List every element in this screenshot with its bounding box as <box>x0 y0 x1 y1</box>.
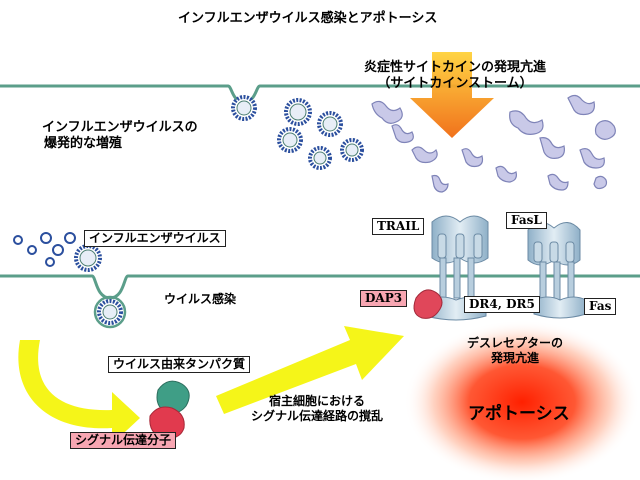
fas-receptor-complex <box>527 222 587 319</box>
cytokine-arrow <box>410 52 494 138</box>
virus-particles-small <box>13 232 102 272</box>
trail-box: TRAIL <box>372 218 425 235</box>
diagram-title: インフルエンザウイルス感染とアポトーシス <box>178 11 438 26</box>
yellow-arrow-right <box>216 326 404 414</box>
host-disruption-label: 宿主細胞における シグナル伝達経路の撹乱 <box>222 394 412 424</box>
yellow-arrow-left <box>18 340 140 444</box>
endocytosed-virus <box>93 295 127 329</box>
host-disruption-label-line1: 宿主細胞における <box>268 394 365 408</box>
cytokine-label-line1: 炎症性サイトカインの発現亢進 <box>363 60 546 75</box>
cytokine-label: 炎症性サイトカインの発現亢進 （サイトカインストーム） <box>360 60 550 93</box>
apoptosis-glow <box>404 320 640 480</box>
fas-box: Fas <box>584 298 617 315</box>
death-receptor-label: デスレセプターの 発現亢進 <box>440 336 590 366</box>
virus-burst-label-line2: 爆発的な増殖 <box>44 136 123 152</box>
virus-infection-label: ウイルス感染 <box>164 292 237 306</box>
fasl-box: FasL <box>506 212 547 229</box>
viral-protein-box: ウイルス由来タンパク質 <box>108 356 251 373</box>
virus-burst-label-line1: インフルエンザウイルスの <box>42 120 198 135</box>
signal-molecule-shape <box>149 380 190 439</box>
host-disruption-label-line2: シグナル伝達経路の撹乱 <box>250 409 383 423</box>
virus-particles-upper <box>231 95 364 170</box>
death-receptor-label-line1: デスレセプターの <box>466 336 563 350</box>
death-receptor-label-line2: 発現亢進 <box>490 351 539 365</box>
dap3-box: DAP3 <box>360 290 408 307</box>
signal-molecule-box: シグナル伝達分子 <box>70 432 177 449</box>
cytokine-clusters <box>371 94 616 193</box>
cytokine-label-line2: （サイトカインストーム） <box>377 76 533 92</box>
trail-receptor-complex <box>425 215 489 321</box>
apoptosis-label: アポトーシス <box>468 404 570 424</box>
dr-box: DR4, DR5 <box>464 296 540 313</box>
dap3-shape <box>413 289 443 319</box>
influenza-virus-box: インフルエンザウイルス <box>84 230 226 247</box>
virus-burst-label: インフルエンザウイルスの 爆発的な増殖 <box>42 120 198 153</box>
